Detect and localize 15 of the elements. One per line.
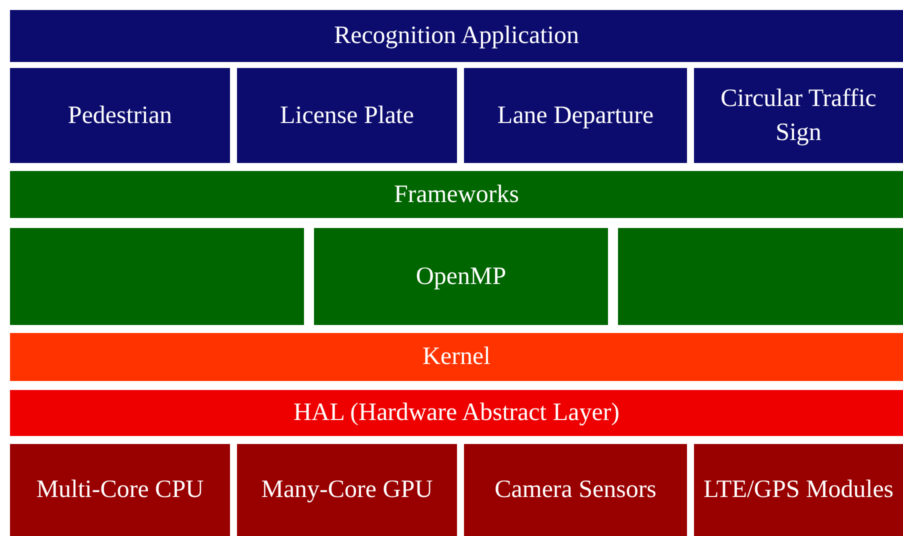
layer-box: Multi-Core CPU (10, 444, 230, 536)
empty-box (10, 228, 304, 325)
layer-box: Pedestrian (10, 68, 230, 163)
layer-box: Camera Sensors (464, 444, 687, 536)
layer-box: Lane Departure (464, 68, 687, 163)
layer-box: Circular Traffic Sign (694, 68, 903, 163)
layer-box: LTE/GPS Modules (694, 444, 903, 536)
layer-bar: Kernel (10, 333, 903, 381)
layer-bar: HAL (Hardware Abstract Layer) (10, 390, 903, 436)
layer-box: Many-Core GPU (237, 444, 457, 536)
layer-bar: Frameworks (10, 171, 903, 218)
empty-box (618, 228, 903, 325)
layer-bar: Recognition Application (10, 10, 903, 62)
layer-box: OpenMP (314, 228, 608, 325)
layer-box: License Plate (237, 68, 457, 163)
